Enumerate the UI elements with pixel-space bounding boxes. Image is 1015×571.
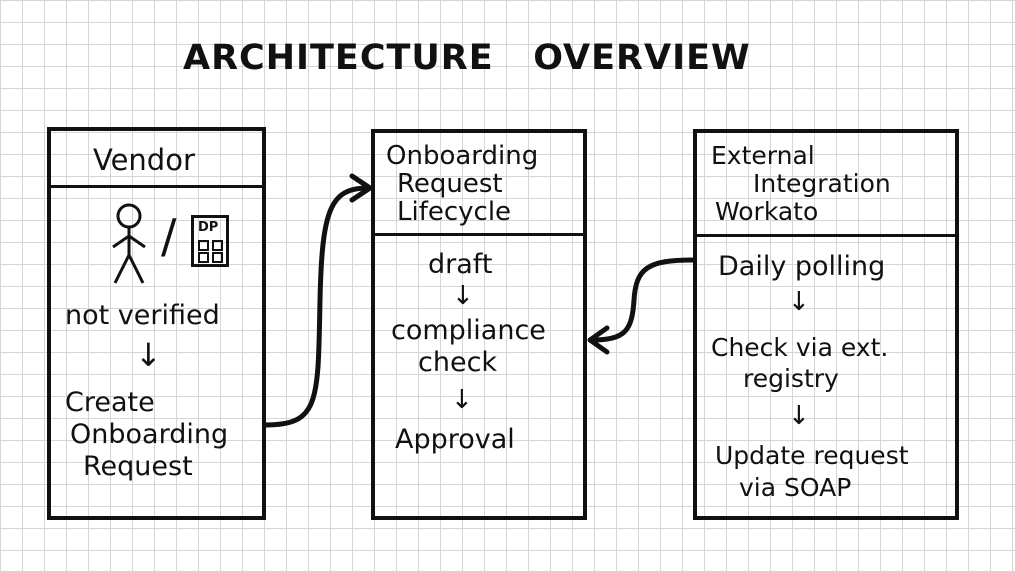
- vendor-action-line-2: Onboarding: [70, 419, 229, 450]
- vendor-icon-separator: /: [161, 209, 177, 263]
- lifecycle-header-line-3: Lifecycle: [397, 197, 512, 227]
- diagram-title: ARCHITECTURE OVERVIEW: [183, 38, 751, 78]
- external-header-line-1: External: [711, 141, 815, 170]
- vendor-box: Vendor / DP not verified ↓ Create Onboar…: [47, 127, 266, 520]
- arrow-down-icon: ↓: [135, 336, 162, 374]
- vendor-to-lifecycle-arrow: [263, 185, 371, 428]
- arrow-down-icon: ↓: [452, 281, 474, 311]
- vendor-box-header: Vendor: [51, 131, 262, 188]
- lifecycle-box-header: Onboarding Request Lifecycle: [375, 133, 583, 236]
- vendor-status: not verified: [65, 300, 220, 331]
- lifecycle-step-check-line-1: compliance: [391, 315, 546, 346]
- external-box-header: External Integration Workato: [697, 133, 955, 237]
- arrow-down-icon: ↓: [788, 401, 810, 431]
- external-header-line-2: Integration: [753, 169, 891, 198]
- external-to-lifecycle-arrow: [589, 257, 696, 343]
- vendor-to-lifecycle-arrowhead: [349, 173, 373, 203]
- person-icon: [112, 203, 146, 284]
- building-icon-letters: DP: [198, 220, 219, 235]
- external-step-update-line-1: Update request: [715, 441, 909, 470]
- external-step-check-line-2: registry: [743, 364, 839, 393]
- external-integration-box: External Integration Workato Daily polli…: [693, 129, 959, 520]
- external-step-poll: Daily polling: [718, 251, 886, 282]
- external-to-lifecycle-arrowhead: [587, 325, 610, 355]
- lifecycle-step-approval: Approval: [395, 424, 515, 455]
- lifecycle-box: Onboarding Request Lifecycle draft ↓ com…: [371, 129, 587, 520]
- vendor-header-label: Vendor: [93, 143, 195, 177]
- vendor-action-line-1: Create: [65, 387, 155, 418]
- lifecycle-header-line-1: Onboarding: [386, 141, 539, 171]
- external-step-update-line-2: via SOAP: [739, 473, 852, 502]
- arrow-down-icon: ↓: [451, 385, 473, 415]
- arrow-down-icon: ↓: [788, 287, 810, 317]
- vendor-action-line-3: Request: [83, 451, 193, 482]
- lifecycle-header-line-2: Request: [397, 169, 503, 199]
- external-step-check-line-1: Check via ext.: [711, 333, 889, 362]
- external-header-line-3: Workato: [715, 197, 819, 226]
- lifecycle-step-check-line-2: check: [418, 347, 498, 378]
- building-icon: DP: [191, 215, 229, 267]
- lifecycle-step-draft: draft: [428, 249, 493, 280]
